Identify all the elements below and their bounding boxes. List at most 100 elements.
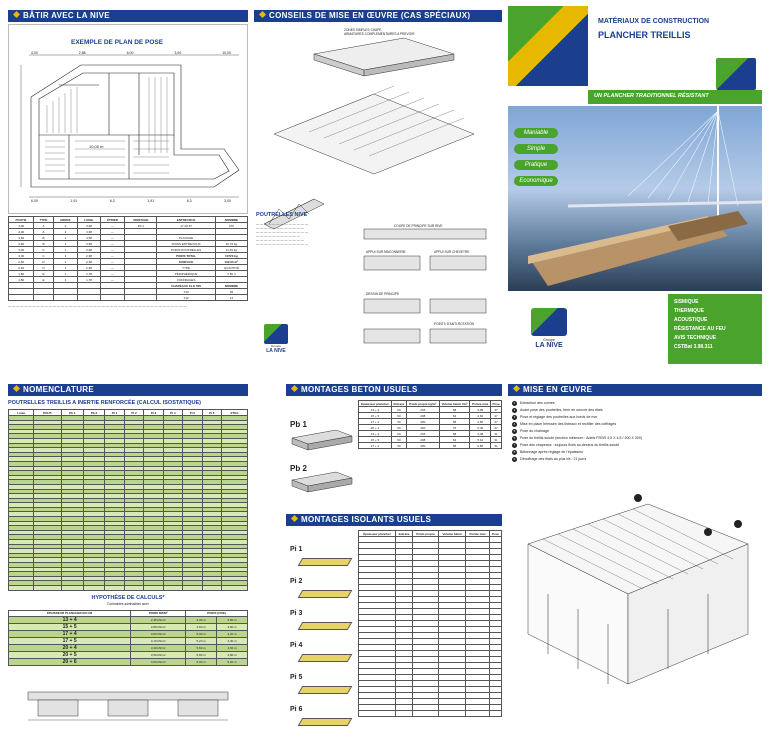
diamond-icon xyxy=(12,10,21,19)
table-row xyxy=(8,516,248,522)
pb1-label: Pb 1 xyxy=(290,420,307,429)
isolant-drawing xyxy=(297,590,353,598)
cover-tagline-bar xyxy=(588,90,762,104)
nomenclature-title: POUTRELLES TREILLIS A INERTIE RENFORCÉE … xyxy=(8,400,202,406)
table-row xyxy=(8,552,248,559)
step-num-icon: 8 xyxy=(512,450,517,455)
table-row xyxy=(8,557,248,563)
spec-item: SISMIQUE xyxy=(674,299,699,305)
table-cell xyxy=(123,585,145,591)
conseils-label-1: ZONES SIMPLES CHAPE xyxy=(344,28,382,32)
weight-a: 5,20 m xyxy=(185,636,218,645)
isolant-item: Pi 2 xyxy=(286,578,358,610)
table-row xyxy=(357,560,502,567)
weight-p: 2,80 kN/m² xyxy=(130,622,187,631)
weight-e: 15 + 5 xyxy=(8,622,132,631)
table-cell xyxy=(221,585,248,591)
section-drawing xyxy=(27,691,229,720)
plan-center-label: 10,00 m xyxy=(89,144,104,149)
logo-group: Groupe xyxy=(270,344,281,348)
table-cell xyxy=(143,585,164,591)
weight-p: 3,00 kN/m² xyxy=(130,629,187,638)
diamond-icon xyxy=(512,384,521,393)
table-cell xyxy=(162,585,184,591)
cell: 31 xyxy=(490,442,502,449)
isolants-grid: Épaisseur plancher Entraxe Poids propre … xyxy=(357,530,502,717)
cell: 300 xyxy=(405,442,440,449)
dim-label: 2,88 xyxy=(78,51,86,55)
spec-item: THERMIQUE xyxy=(674,308,704,314)
conseils-label-5: COUPE DE PRINCIPE SUR RIVE xyxy=(394,224,443,228)
step-num-icon: 2 xyxy=(512,408,517,413)
table-row xyxy=(8,465,248,472)
col-head: ETAG xyxy=(221,409,248,416)
step-text: Pose du treillis soudé (section minimum … xyxy=(520,436,643,440)
brochure-cover: MATÉRIAUX DE CONSTRUCTION PLANCHER TREIL… xyxy=(508,6,762,370)
dim-label: 6,3 xyxy=(186,199,192,203)
table-cell xyxy=(465,710,490,717)
step-text: Décoffrage des étais au plus tôt : 21 jo… xyxy=(520,457,587,461)
step-num-icon: 9 xyxy=(512,457,517,462)
spec-item: RÉSISTANCE AU FEU xyxy=(674,326,726,332)
dim-label: 6,00 xyxy=(126,51,134,55)
table-row xyxy=(8,433,248,439)
weight-b: 3,80 m xyxy=(216,615,248,624)
step-text: Pose et réglage des poutrelles aux bords… xyxy=(520,415,598,419)
conseils-label-3: APPUI SUR MACONNERIE xyxy=(366,250,406,254)
isolant-item: Pi 5 xyxy=(286,674,358,706)
weight-a: 6,00 m xyxy=(185,657,218,666)
cell: 17 + 4 xyxy=(358,442,392,449)
logo-la-nive-small: Groupe LA NIVE xyxy=(258,324,294,360)
cell: 60 xyxy=(390,442,407,449)
cover-tagline: UN PLANCHER TRADITIONNEL RÉSISTANT xyxy=(594,93,709,99)
isolant-drawing xyxy=(297,622,353,630)
nomenclature-grid: Lmax POUT. Pb 1 Pb 2 Pi 1 Pi 2 Pi 3 Pi 4… xyxy=(8,409,248,591)
isolant-drawing xyxy=(297,654,353,662)
diamond-icon xyxy=(290,514,299,523)
cover-logo-bottom: Groupe LA NIVE xyxy=(524,308,574,349)
header-batir-text: BÂTIR AVEC LA NIVE xyxy=(23,11,110,20)
weight-e: 13 + 4 xyxy=(8,615,132,624)
mise-drawing xyxy=(527,494,749,685)
isolant-item: Pi 4 xyxy=(286,642,358,674)
plan-dims-top: 4,00 2,88 6,00 3,00 10,00 xyxy=(31,51,231,55)
table-cell xyxy=(438,710,467,717)
bridge-illustration xyxy=(528,106,762,286)
isolant-item: Pi 1 xyxy=(286,546,358,578)
weight-p: 3,60 kN/m² xyxy=(130,657,187,666)
cell: 5,80 xyxy=(469,442,492,449)
table-cell xyxy=(8,585,35,591)
isolants-rows: Pi 1 Pi 2 Pi 3 Pi 4 Pi 5 Pi 6 xyxy=(286,546,358,734)
table-row xyxy=(357,710,502,717)
table-row xyxy=(8,511,248,518)
table-cell xyxy=(60,585,84,591)
plan-dims-bottom: 6,00 1,91 6,3 1,91 6,3 3,00 xyxy=(31,199,231,203)
weight-e: 17 + 4 xyxy=(8,629,132,638)
logo-group: Groupe xyxy=(543,338,555,342)
table-row xyxy=(357,566,502,573)
bridge-photo: Maniable Simple Pratique Economique xyxy=(508,106,762,291)
dim-label: 10,00 xyxy=(222,51,231,55)
header-conseils-text: CONSEILS DE MISE EN ŒUVRE (CAS SPÉCIAUX) xyxy=(269,11,471,20)
diamond-icon xyxy=(290,384,299,393)
poutrelles-nive-title: POUTRELLES NIVE xyxy=(256,212,308,218)
table-row xyxy=(8,520,248,527)
weight-p: 3,50 kN/m² xyxy=(130,650,187,659)
header-beton: MONTAGES BETON USUELS xyxy=(286,384,502,396)
conseils-label-2: ARMATURES COMPLEMENTAIRES A PREVOIR xyxy=(344,32,415,36)
logo-mark-icon xyxy=(531,308,567,336)
cover-colorbar xyxy=(508,6,588,86)
feature-item: Maniable xyxy=(514,128,558,138)
table-cell xyxy=(182,585,203,591)
table-cell xyxy=(395,710,414,717)
features-list: Maniable Simple Pratique Economique xyxy=(514,128,574,192)
table-row xyxy=(8,580,248,586)
step-text: Mise en place hérissée des linteaux et r… xyxy=(520,422,617,426)
step-num-icon: 6 xyxy=(512,436,517,441)
